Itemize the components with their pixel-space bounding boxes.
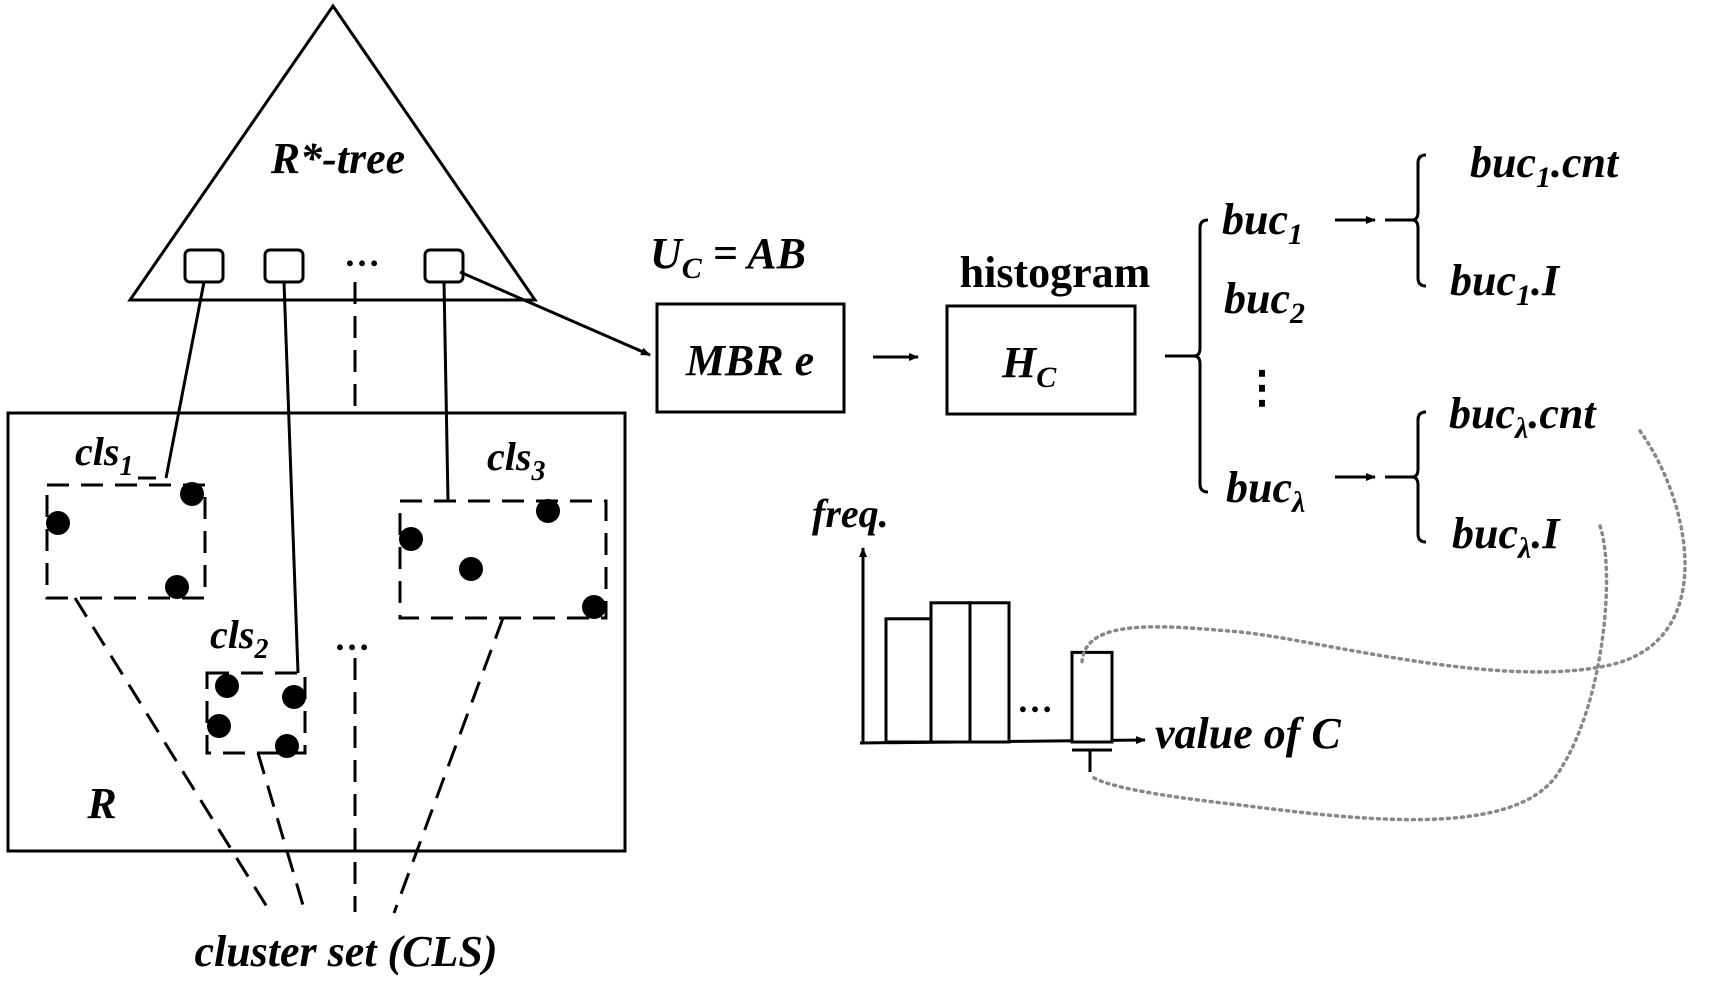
tree-cluster-links — [164, 281, 450, 912]
chart-bar — [884, 617, 933, 744]
cluster-ellipsis: … — [334, 618, 370, 658]
chart-bar — [1070, 650, 1114, 744]
dotted-link-cnt-to-bar — [1080, 429, 1687, 674]
histogram-label: HC — [1001, 338, 1057, 394]
cluster-3-point — [582, 595, 606, 619]
chart-bars — [884, 601, 1114, 744]
cluster-1-point — [180, 482, 204, 506]
mbr-box — [655, 302, 846, 414]
rtree-triangle — [127, 3, 538, 302]
chart-bar — [968, 601, 1011, 744]
rtree-node-2 — [263, 248, 305, 284]
cluster-1-mbr — [45, 483, 207, 600]
bucket-vdots: ⋮ — [1240, 363, 1284, 412]
cluster-set-links — [73, 597, 505, 916]
rtree-node-n — [423, 248, 465, 284]
dotted-link-interval-to-range — [1088, 524, 1609, 822]
cluster-1-label: cls1 — [75, 429, 133, 482]
chart-ellipsis: … — [1017, 680, 1053, 720]
histogram-box — [945, 304, 1137, 416]
cls3-to-set — [392, 617, 505, 914]
link-node2-cls2 — [282, 281, 300, 674]
cluster-3-label: cls3 — [487, 434, 545, 487]
rtree-node-ellipsis: … — [344, 234, 380, 274]
link-node1-cls1 — [164, 281, 206, 479]
region-box — [6, 411, 627, 853]
cluster-3-point — [399, 527, 423, 551]
cls2-to-set — [256, 752, 307, 913]
bucket-1: buc1 — [1222, 195, 1303, 251]
cluster-2-point — [207, 714, 231, 738]
cluster-2-point — [275, 734, 299, 758]
bucket-1-cnt: buc1.cnt — [1470, 138, 1620, 194]
cluster-3-point — [459, 557, 483, 581]
chart-x-label: value of C — [1155, 709, 1341, 758]
bucket-lambda: bucλ — [1226, 463, 1305, 519]
mbr-label: MBR e — [685, 336, 814, 385]
region-label: R — [86, 779, 116, 828]
bucket-1-interval: buc1.I — [1450, 256, 1561, 312]
cluster-2-point — [215, 674, 239, 698]
rtree-label: R*-tree — [270, 134, 405, 183]
bucket-bracket — [1165, 218, 1209, 494]
cluster-2-point — [282, 685, 306, 709]
cluster-3-point — [536, 499, 560, 523]
uc-label: UC = AB — [650, 229, 806, 285]
cluster-2-label: cls2 — [210, 612, 268, 665]
node-to-mbr-arrow — [459, 270, 651, 357]
bucket-lambda-bracket — [1385, 410, 1427, 544]
chart-y-label: freq. — [812, 491, 889, 536]
chart-bar — [929, 601, 972, 744]
bucket-1-bracket — [1385, 153, 1427, 288]
bucket-lambda-cnt: bucλ.cnt — [1449, 389, 1597, 445]
cluster-1-point — [165, 575, 189, 599]
cluster-1-point — [46, 511, 70, 535]
rtree-node-1 — [183, 248, 225, 284]
bucket-2: buc2 — [1224, 274, 1305, 330]
region-r: R cls1 cls2 cls3 … — [6, 411, 627, 853]
link-noden-cls3 — [442, 281, 450, 502]
cluster-set-label: cluster set (CLS) — [194, 927, 497, 976]
frequency-chart: freq. value of C … — [812, 491, 1341, 772]
cls1-to-set — [73, 597, 274, 916]
bucket-lambda-interval: bucλ.I — [1452, 509, 1561, 565]
histogram-title: histogram — [960, 248, 1151, 297]
chart-interval-marker — [1072, 748, 1112, 772]
rtree: R*-tree … — [127, 3, 538, 302]
cluster-2-mbr — [205, 671, 307, 755]
cluster-3-mbr — [398, 499, 608, 620]
